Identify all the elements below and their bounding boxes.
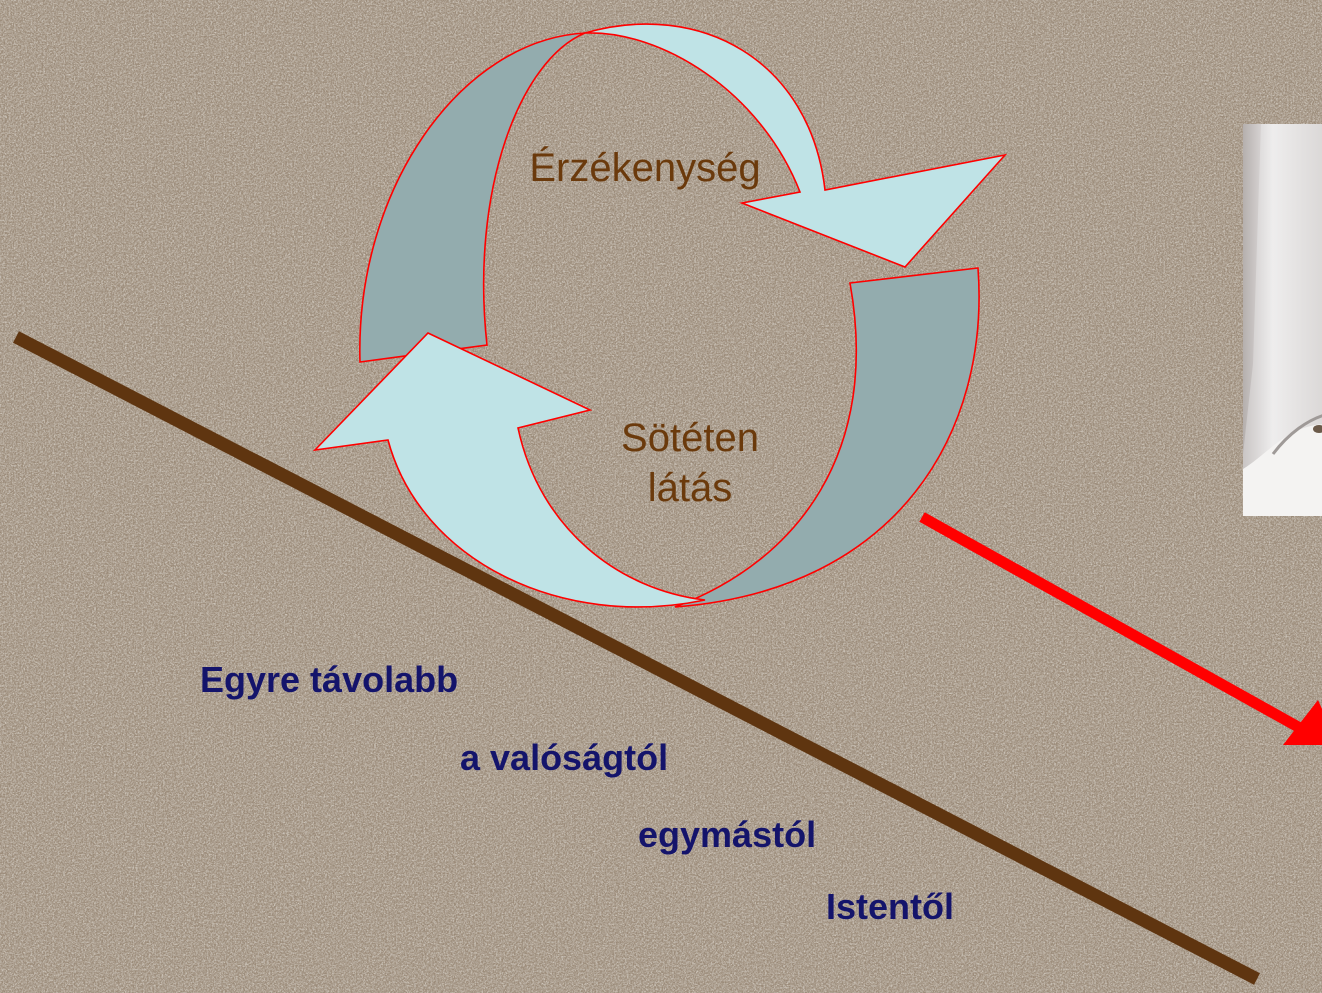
- text-line-from-god: Istentől: [826, 886, 955, 927]
- circular-arrows-icon: [312, 23, 1008, 608]
- cycle-arrow-top: [584, 23, 1008, 268]
- photo-fragment: [1243, 124, 1322, 516]
- text-line-from-each-other: egymástól: [638, 814, 817, 855]
- cycle-label-bottom-line1: Sötéten: [621, 416, 759, 460]
- text-line-further-away: Egyre távolabb: [200, 659, 459, 700]
- cycle-label-bottom: Sötéten látás: [575, 413, 805, 513]
- arrow-right-down-icon: [919, 512, 1322, 745]
- cycle-label-top: Érzékenység: [529, 146, 761, 190]
- cycle-label-bottom-line2: látás: [647, 466, 733, 510]
- cycle-arrow-bottom: [312, 332, 706, 608]
- diagonal-line: [13, 331, 1260, 985]
- cycle-arrow-right-band: [674, 267, 980, 608]
- cycle-arrow-left-band: [359, 32, 586, 363]
- text-line-from-reality: a valóságtól: [460, 737, 669, 778]
